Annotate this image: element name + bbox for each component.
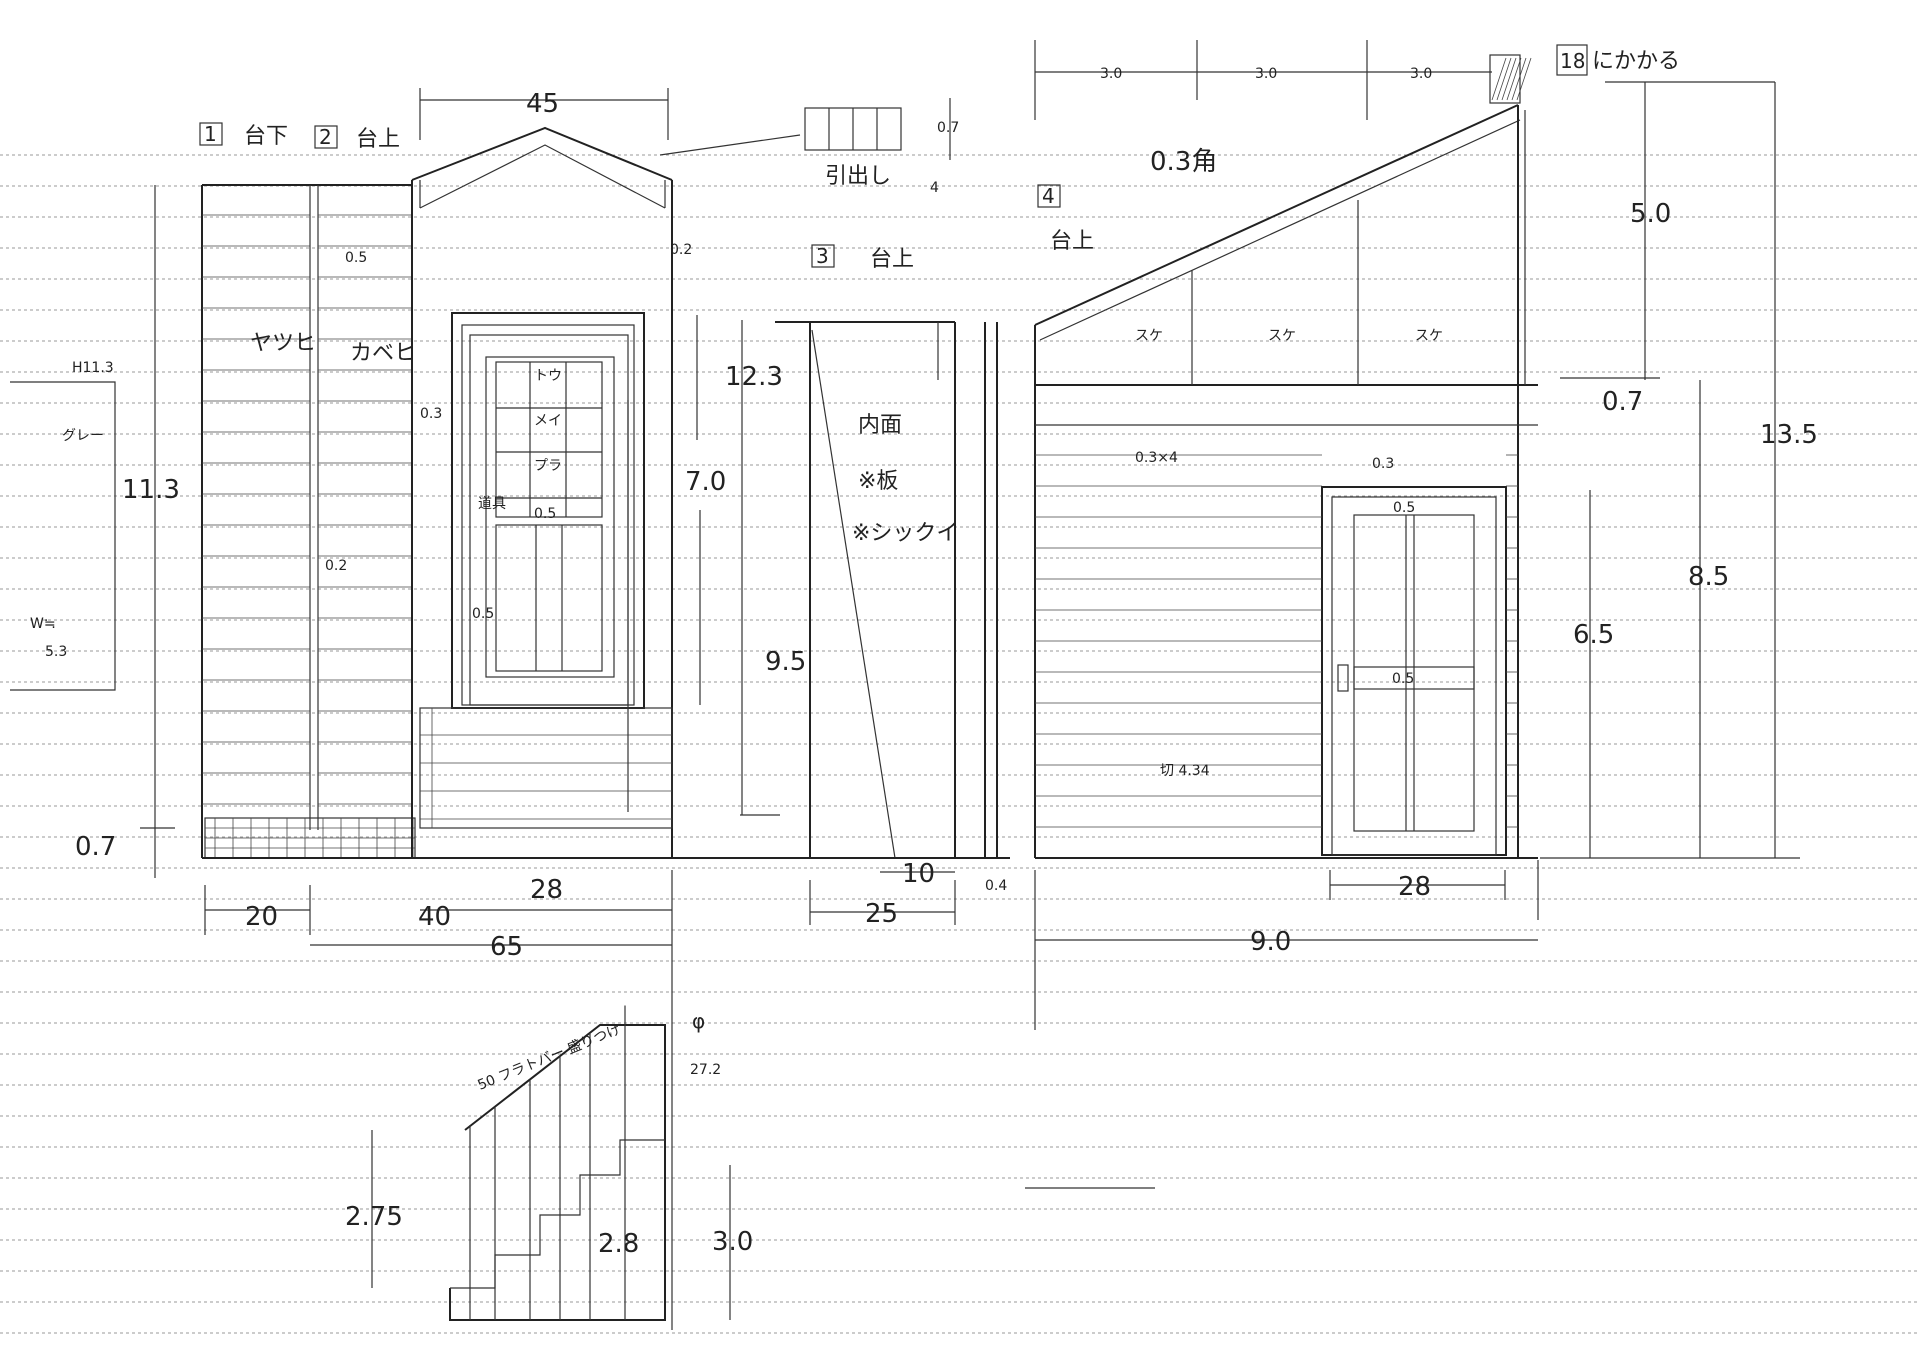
note-shikkui: ※シックイ — [852, 521, 958, 546]
note-naimen: 内面 — [858, 413, 902, 438]
panel-2-num: 2 — [319, 125, 332, 149]
note-suke-1: スケ — [1135, 328, 1163, 344]
note-0-5-door-mid: 0.5 — [1392, 671, 1414, 687]
drawing-line — [1491, 57, 1507, 101]
dim-10: 10 — [902, 859, 935, 889]
note-18-text: にかかる — [1592, 49, 1680, 74]
note-4: 4 — [930, 180, 939, 196]
panel-3-side — [775, 321, 1010, 925]
note-w-value: 5.3 — [45, 644, 67, 660]
note-0-7-detail: 0.7 — [937, 120, 959, 136]
dim-40: 40 — [418, 902, 451, 932]
note-yakkei-1: ヤツヒ — [250, 331, 316, 356]
dim-8-5: 8.5 — [1688, 562, 1729, 592]
note-0-3-door: 0.3 — [1372, 456, 1394, 472]
panel-1-box — [199, 122, 223, 146]
dim-28-right: 28 — [1398, 872, 1431, 902]
drawing-line — [1496, 57, 1512, 101]
note-0-3-left: 0.3 — [420, 406, 442, 422]
note-ita: ※板 — [858, 469, 898, 494]
dim-7-0: 7.0 — [685, 467, 726, 497]
guide-rules — [0, 154, 1920, 1334]
panel-2-label: 台上 — [356, 127, 400, 152]
panel-4-elevation — [1034, 54, 1538, 859]
note-sign-1: トウ — [534, 368, 562, 384]
dim-3-0-c: 3.0 — [1410, 66, 1432, 82]
panel-3-label: 台上 — [870, 247, 914, 272]
dim-28-left: 28 — [530, 875, 563, 905]
dim-9-5: 9.5 — [765, 647, 806, 677]
panel-3-box — [811, 244, 835, 268]
panel-3-num: 3 — [816, 244, 829, 268]
note-yakkei-2: カベヒ — [350, 341, 416, 366]
note-suke-3: スケ — [1415, 328, 1443, 344]
note-sign-2: メイ — [534, 413, 562, 429]
note-0-5-sign: 0.5 — [534, 506, 556, 522]
note-18-box — [1556, 44, 1588, 76]
panel-4-label: 台上 — [1050, 229, 1094, 254]
drawing-line — [1501, 57, 1517, 101]
note-kiri-4-34: 切 4.34 — [1160, 763, 1210, 779]
dim-5-0: 5.0 — [1630, 199, 1671, 229]
hikidashi-detail — [659, 98, 951, 160]
labels: 1 台下 2 台上 3 台上 4 台上 45 11.3 0.7 20 40 28… — [30, 44, 1818, 1259]
dim-0-7-right: 0.7 — [1602, 387, 1643, 417]
panel-2-box — [314, 125, 338, 149]
note-w: W≒ — [30, 616, 56, 632]
dim-9-0: 9.0 — [1250, 927, 1291, 957]
dim-27-2: 27.2 — [690, 1062, 721, 1078]
dim-65-left: 65 — [490, 932, 523, 962]
note-sign-3: プラ — [534, 458, 562, 474]
dim-2-75: 2.75 — [345, 1202, 403, 1232]
panel-1-num: 1 — [204, 122, 217, 146]
note-0-3x4: 0.3×4 — [1135, 450, 1178, 466]
panel-1-2-facade — [201, 126, 780, 859]
dim-3-0-b: 3.0 — [1255, 66, 1277, 82]
note-0-2-a: 0.2 — [670, 242, 692, 258]
dim-12-3: 12.3 — [725, 362, 783, 392]
panel-1-label: 台下 — [244, 124, 288, 149]
dim-3-0-a: 3.0 — [1100, 66, 1122, 82]
dim-45: 45 — [526, 89, 559, 119]
dim-25: 25 — [865, 899, 898, 929]
note-phi: φ — [692, 1009, 705, 1033]
stair-detail — [371, 1005, 731, 1321]
note-handrail: 50 フラトバー 盛りつけ — [476, 1022, 624, 1094]
dim-13-5: 13.5 — [1760, 420, 1818, 450]
drawing-line — [1506, 57, 1522, 101]
sign-box-left — [10, 381, 116, 691]
note-gray: グレー — [62, 428, 104, 444]
dim-3-0-stair: 3.0 — [712, 1227, 753, 1257]
dim-2-8: 2.8 — [598, 1229, 639, 1259]
dim-20: 20 — [245, 902, 278, 932]
dim-11-3: 11.3 — [122, 475, 180, 505]
note-0-5-door-top: 0.5 — [1393, 500, 1415, 516]
drawing-line — [1511, 57, 1527, 101]
note-0-2-b: 0.2 — [325, 558, 347, 574]
note-0-3-kaku: 0.3角 — [1150, 147, 1217, 177]
dim-0-4: 0.4 — [985, 878, 1007, 894]
panel-4-box — [1037, 184, 1061, 208]
note-18: 18 — [1560, 49, 1585, 73]
note-0-5-left: 0.5 — [472, 606, 494, 622]
panel-4-num: 4 — [1042, 184, 1055, 208]
drawing-line — [1516, 57, 1532, 101]
note-0-5y: 0.5 — [345, 250, 367, 266]
note-h11-3: H11.3 — [72, 360, 114, 376]
note-dogu: 道具 — [478, 496, 506, 512]
dim-6-5: 6.5 — [1573, 620, 1614, 650]
note-suke-2: スケ — [1268, 328, 1296, 344]
dim-0-7-left: 0.7 — [75, 832, 116, 862]
dims-right — [1034, 40, 1800, 1030]
dims-left — [140, 88, 780, 1330]
note-hikidashi: 引出し — [825, 164, 891, 189]
